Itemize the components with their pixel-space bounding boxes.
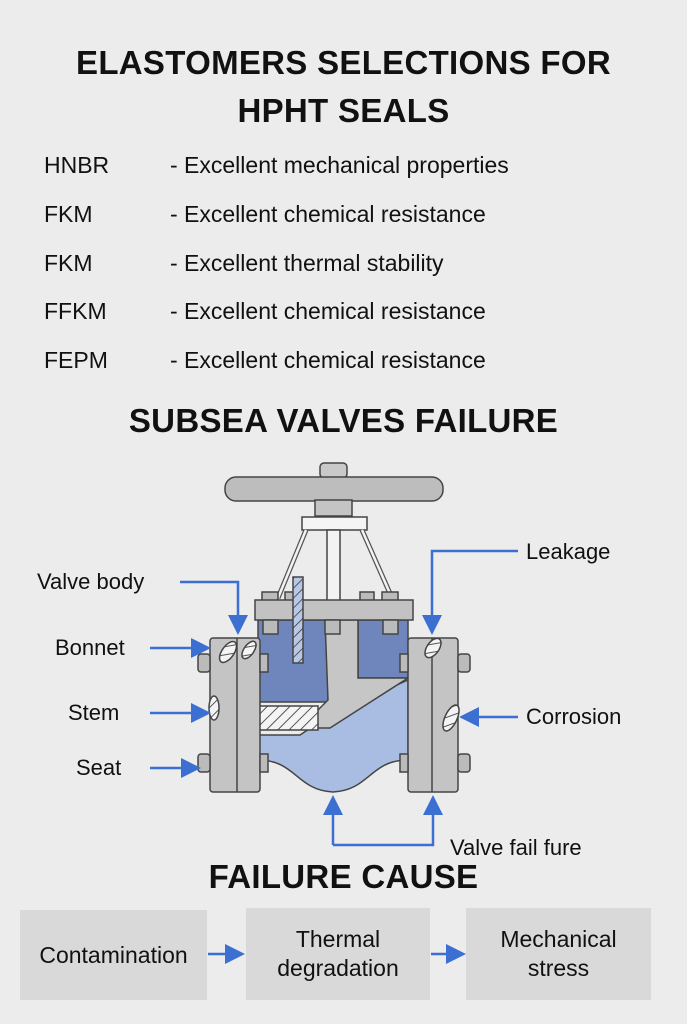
- cause-step-contamination: Contamination: [20, 910, 207, 1000]
- elastomer-row: FKM - Excellent chemical resistance: [0, 201, 687, 231]
- stem: [292, 576, 304, 664]
- bonnet-flange: [254, 599, 414, 621]
- elastomer-name: FKM: [44, 201, 93, 227]
- main-title-line1: ELASTOMERS SELECTIONS FOR: [76, 44, 611, 81]
- label-bonnet: Bonnet: [55, 635, 125, 660]
- elastomer-name: HNBR: [44, 152, 110, 178]
- elastomer-description: - Excellent mechanical properties: [170, 152, 509, 178]
- elastomer-description: - Excellent chemical resistance: [170, 347, 486, 373]
- main-title-line2: HPHT SEALS: [237, 92, 450, 129]
- cause-step-mechanical-stress: Mechanical stress: [466, 908, 651, 1000]
- elastomer-name: FFKM: [44, 298, 107, 324]
- elastomer-description: - Excellent thermal stability: [170, 250, 444, 276]
- label-corrosion: Corrosion: [526, 704, 622, 729]
- elastomer-description: - Excellent chemical resistance: [170, 298, 486, 324]
- valve-section-title: SUBSEA VALVES FAILURE: [128, 402, 559, 439]
- elastomer-name: FEPM: [44, 347, 108, 373]
- failure-cause-title: FAILURE CAUSE: [208, 858, 479, 895]
- cause-step-thermal-degradation: Thermal degradation: [246, 908, 430, 1000]
- callout-arrows: [150, 549, 518, 847]
- elastomer-row: HNBR - Excellent mechanical properties: [0, 152, 687, 182]
- label-seat: Seat: [76, 755, 122, 780]
- elastomer-row: FKM - Excellent thermal stability: [0, 250, 687, 280]
- elastomer-name: FKM: [44, 250, 93, 276]
- label-valve-failure: Valve fail fure: [450, 835, 582, 860]
- elastomer-row: FFKM - Excellent chemical resistance: [0, 298, 687, 328]
- elastomer-description: - Excellent chemical resistance: [170, 201, 486, 227]
- elastomer-row: FEPM - Excellent chemical resistance: [0, 347, 687, 377]
- handwheel: [319, 462, 348, 479]
- label-stem: Stem: [68, 700, 120, 725]
- label-leakage: Leakage: [526, 539, 611, 564]
- label-valve-body: Valve body: [37, 569, 145, 594]
